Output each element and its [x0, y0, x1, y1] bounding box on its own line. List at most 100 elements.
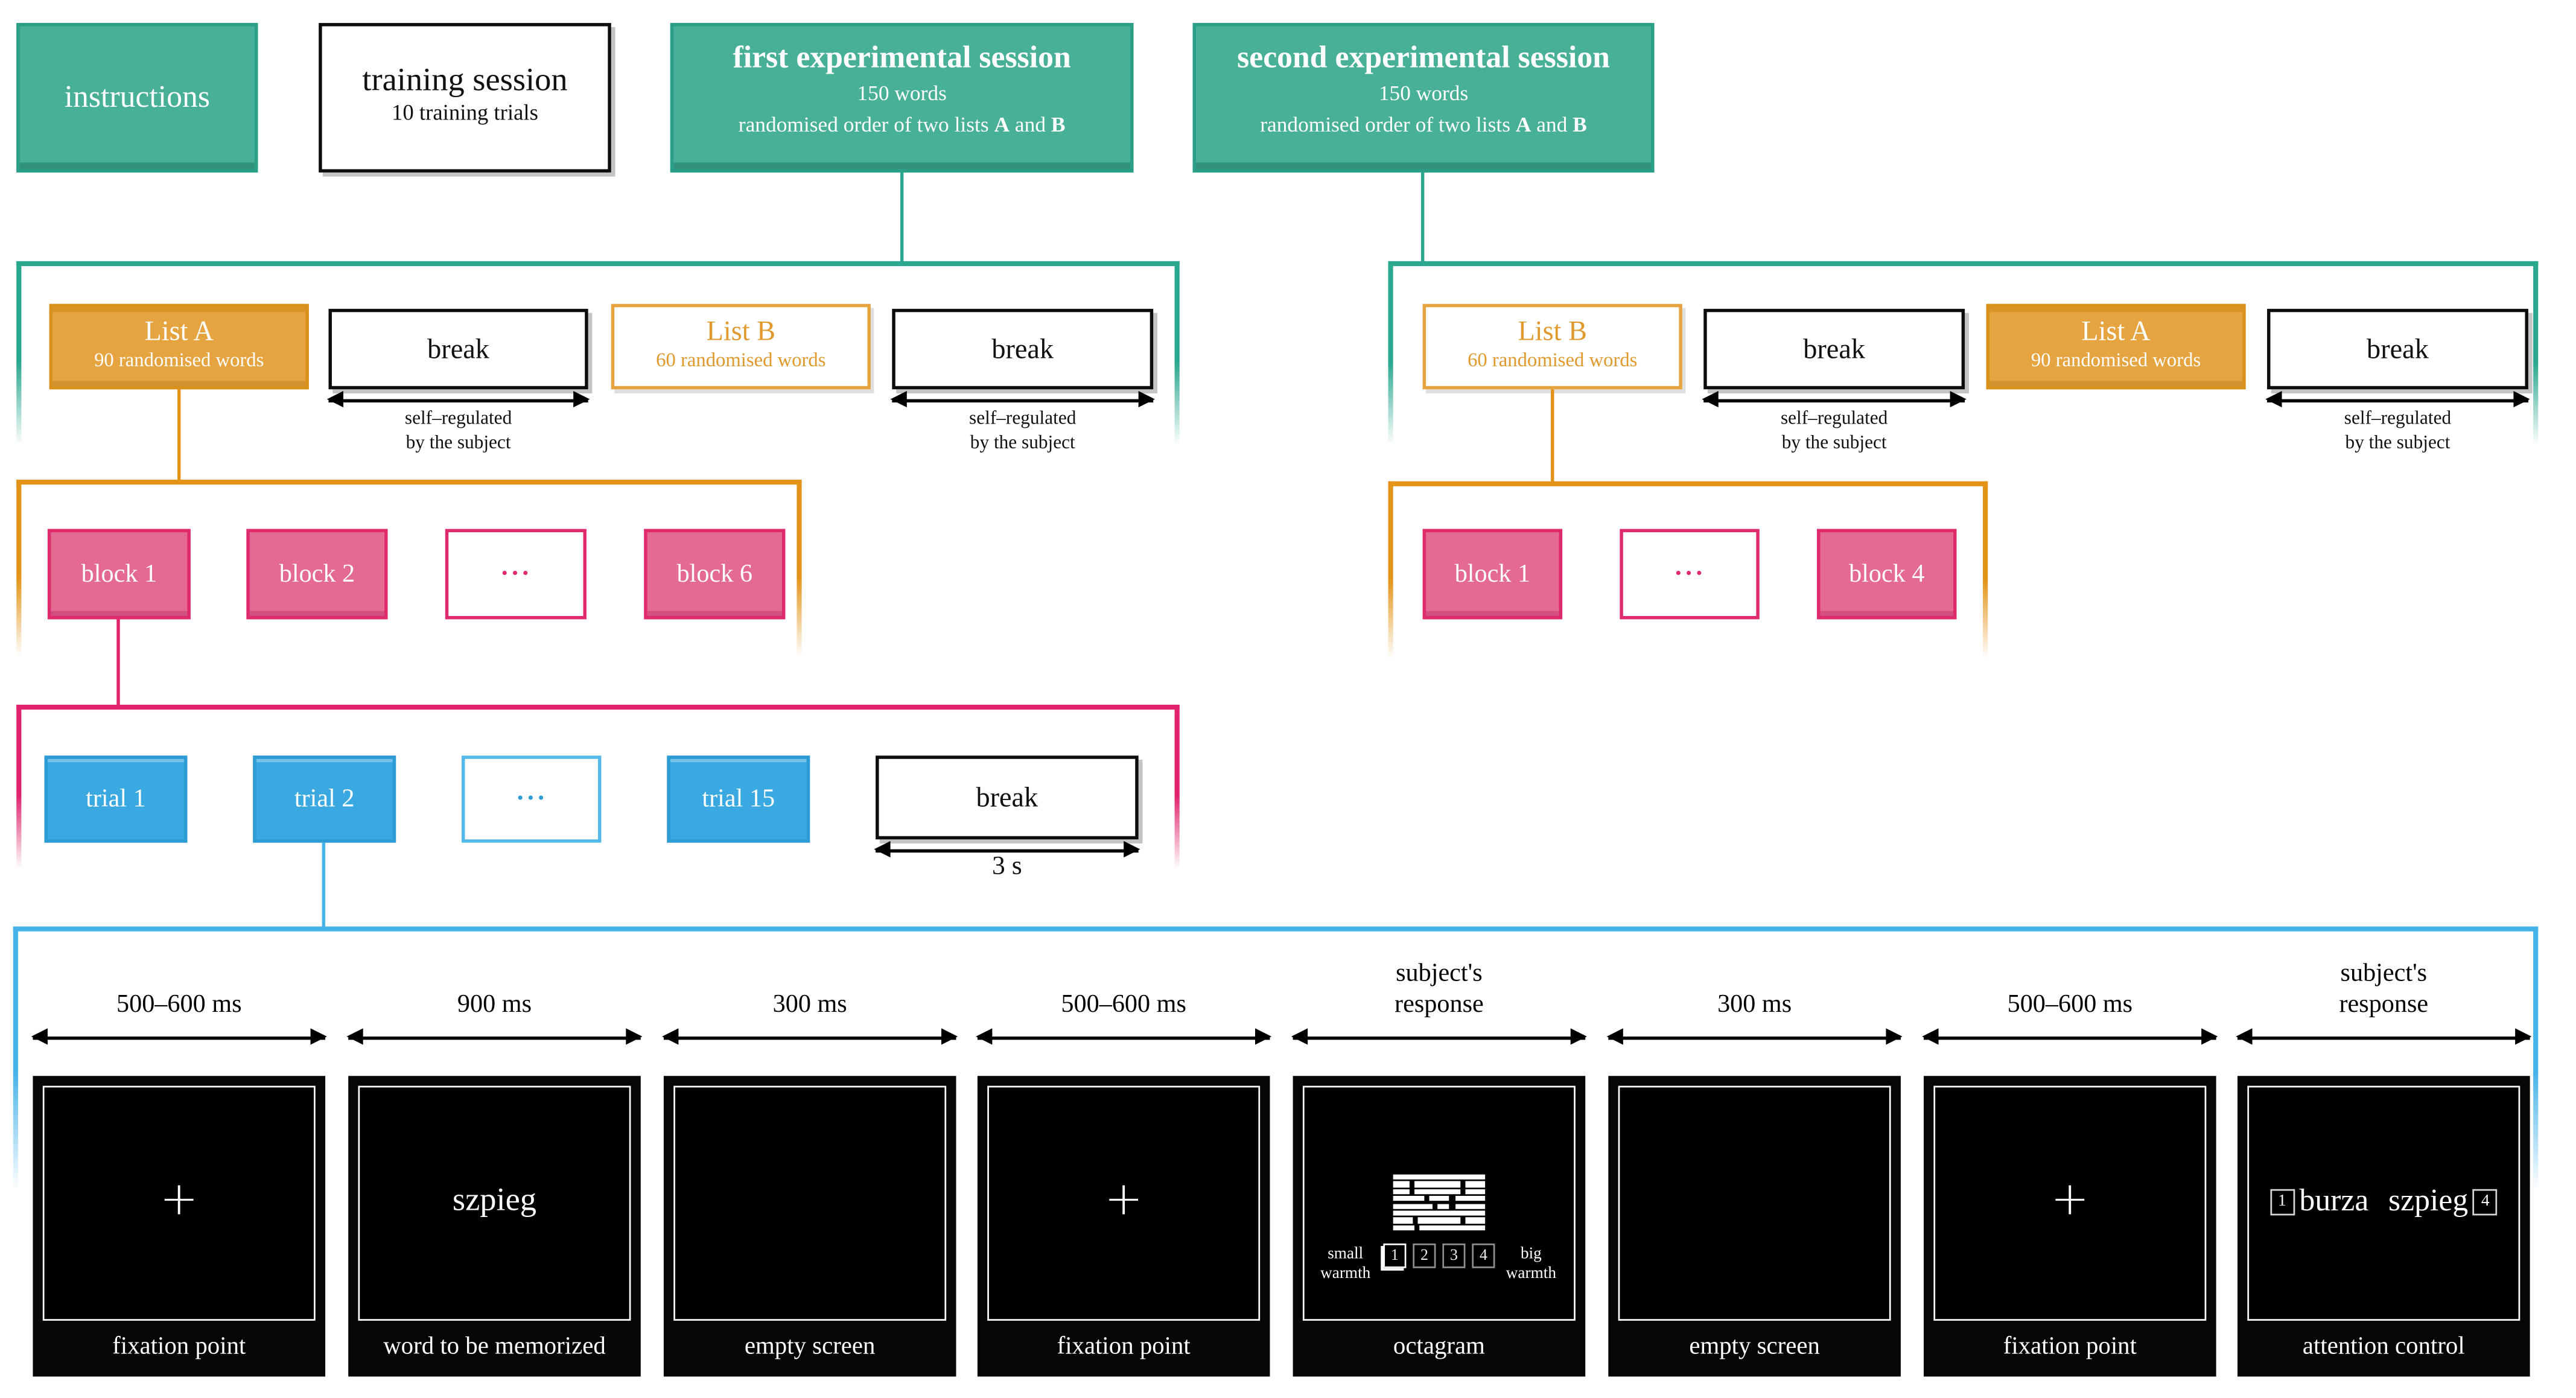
- duration-arrow: [346, 1028, 643, 1046]
- scale-box-1: 1: [1383, 1243, 1407, 1268]
- timing-label: 500–600 ms: [1061, 990, 1186, 1018]
- response-key-box-4: 4: [2473, 1188, 2498, 1215]
- trial-1-box: trial 1: [44, 755, 188, 843]
- screen-display: +: [42, 1085, 316, 1321]
- attention-word-1: burza: [2299, 1183, 2369, 1218]
- block-label: block 2: [279, 559, 355, 588]
- timing-label: 300 ms: [1717, 990, 1792, 1018]
- bracket-edge: [16, 261, 21, 445]
- timing-label: 300 ms: [772, 990, 847, 1018]
- bracket-edge: [16, 704, 21, 869]
- self-regulated-arrow: [890, 390, 1155, 409]
- screen-empty-1: empty screen: [663, 1076, 956, 1377]
- block-label: block 4: [1849, 559, 1925, 588]
- screen-fixation-3: + fixation point: [1924, 1076, 2216, 1377]
- training-session-box: training session 10 training trials: [319, 23, 611, 173]
- screen-caption: octagram: [1393, 1333, 1485, 1361]
- second-session-randomised: randomised order of two lists A and B: [1260, 112, 1587, 136]
- screen-caption: fixation point: [1057, 1333, 1191, 1361]
- trial-label: trial 15: [702, 784, 775, 813]
- blocks-bracket-left: [16, 479, 802, 484]
- screen-caption: fixation point: [112, 1333, 246, 1361]
- break-label: break: [991, 332, 1054, 364]
- screen-fixation-1: + fixation point: [33, 1076, 326, 1377]
- list-b-title: List B: [706, 315, 776, 347]
- screen-display: 1 burza szpieg 4: [2247, 1085, 2520, 1321]
- trial-15-box: trial 15: [667, 755, 810, 843]
- screen-caption: empty screen: [744, 1333, 876, 1361]
- duration-arrow: [2236, 1028, 2532, 1046]
- list-a-box-session1: List A 90 randomised words: [49, 303, 309, 390]
- scale-left-label: small warmth: [1320, 1245, 1371, 1282]
- list-b-connector: [1551, 389, 1554, 483]
- trial-2-connector: [322, 842, 325, 929]
- list-a-subtitle: 90 randomised words: [2031, 348, 2201, 372]
- blocks-bracket-right: [1388, 481, 1988, 486]
- trials-ellipsis-box: ···: [462, 755, 602, 843]
- fixation-cross-icon: +: [1104, 1171, 1143, 1225]
- list-b-box-session1: List B 60 randomised words: [611, 303, 871, 390]
- instructions-box: instructions: [16, 23, 258, 173]
- bracket-edge: [1983, 481, 1987, 659]
- instructions-label: instructions: [64, 80, 211, 115]
- screen-display: small warmth 1 2 3 4 big warmth: [1302, 1085, 1576, 1321]
- block-label: block 1: [1454, 559, 1531, 588]
- screen-word: szpieg word to be memorized: [348, 1076, 641, 1377]
- list-a-connector: [177, 389, 181, 481]
- screen-octagram: small warmth 1 2 3 4 big warmth octagram: [1293, 1076, 1586, 1377]
- bracket-edge: [1174, 261, 1179, 445]
- bracket-edge: [13, 926, 17, 1190]
- scale-number-boxes: 1 2 3 4: [1383, 1243, 1495, 1268]
- list-a-box-session2: List A 90 randomised words: [1986, 303, 2246, 390]
- block-2-box: block 2: [246, 529, 388, 620]
- ellipsis: ···: [1674, 559, 1705, 588]
- response-key-box-1: 1: [2269, 1188, 2295, 1215]
- screen-display: [1618, 1085, 1891, 1321]
- list-b-subtitle: 60 randomised words: [1468, 348, 1638, 372]
- bracket-edge: [1388, 261, 1393, 445]
- screen-display: [673, 1085, 947, 1321]
- bracket-edge: [2533, 926, 2537, 1190]
- break-label: break: [1803, 332, 1866, 364]
- fixation-cross-icon: +: [2050, 1171, 2090, 1225]
- self-regulated-arrow: [1702, 390, 1967, 409]
- first-session-box: first experimental session 150 words ran…: [670, 23, 1134, 173]
- duration-arrow: [976, 1028, 1272, 1046]
- trial-break-box: break: [876, 755, 1139, 840]
- trial-break-arrow: [874, 840, 1140, 859]
- bracket-edge: [1388, 481, 1393, 659]
- list-b-box-session2: List B 60 randomised words: [1422, 303, 1682, 390]
- memorized-word: szpieg: [452, 1181, 537, 1218]
- list-a-title: List A: [2081, 315, 2151, 347]
- first-session-title: first experimental session: [733, 41, 1071, 76]
- training-subtitle: 10 training trials: [391, 100, 538, 125]
- screen-fixation-2: + fixation point: [977, 1076, 1270, 1377]
- break-box: break: [328, 308, 588, 390]
- block-6-box: block 6: [644, 529, 786, 620]
- ellipsis: ···: [500, 559, 532, 588]
- timing-label: 500–600 ms: [116, 990, 242, 1018]
- block-1-box-right: block 1: [1422, 529, 1563, 620]
- break-box: break: [1703, 308, 1965, 390]
- first-session-bracket: [16, 261, 1180, 265]
- timing-label: subject's response: [2339, 959, 2429, 1018]
- break-box: break: [892, 308, 1154, 390]
- duration-arrow: [1922, 1028, 2218, 1046]
- bracket-edge: [16, 479, 21, 657]
- self-regulated-note: self–regulated by the subject: [1780, 408, 1888, 453]
- bracket-edge: [2533, 261, 2537, 445]
- screen-display: +: [987, 1085, 1261, 1321]
- timing-label: 900 ms: [457, 990, 532, 1018]
- trial-2-box: trial 2: [253, 755, 396, 843]
- break-label: break: [2367, 332, 2429, 364]
- block-1-connector: [116, 619, 120, 707]
- self-regulated-note: self–regulated by the subject: [404, 408, 512, 453]
- timing-label: 500–600 ms: [2007, 990, 2133, 1018]
- scale-box-3: 3: [1442, 1243, 1466, 1268]
- duration-arrow: [662, 1028, 958, 1046]
- screen-attention-control: 1 burza szpieg 4 attention control: [2237, 1076, 2530, 1377]
- first-session-randomised: randomised order of two lists A and B: [738, 112, 1066, 136]
- block-label: block 6: [676, 559, 752, 588]
- attention-word-2: szpieg: [2388, 1183, 2469, 1218]
- self-regulated-note: self–regulated by the subject: [2344, 408, 2452, 453]
